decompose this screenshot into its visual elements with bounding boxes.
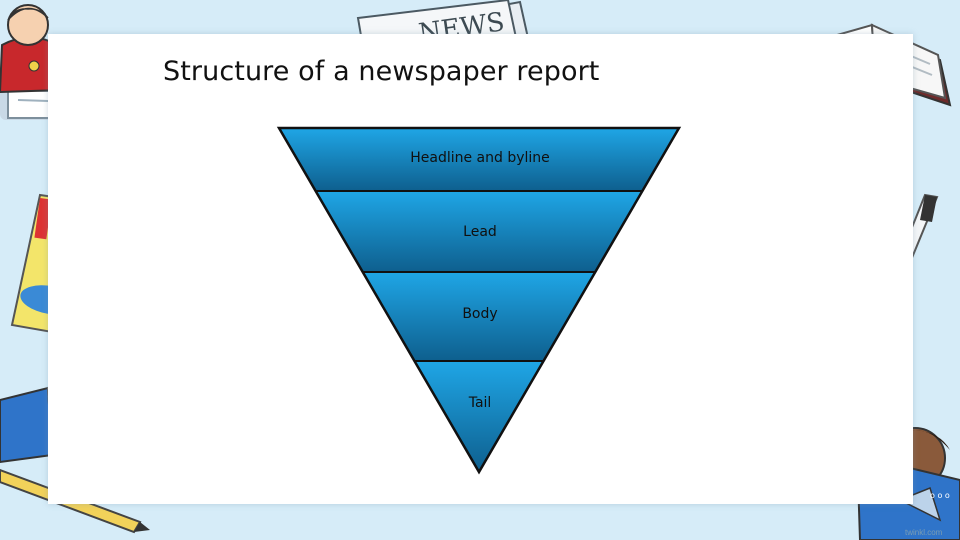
svg-text:o o o: o o o — [930, 491, 950, 500]
level-label-body: Body — [462, 306, 498, 322]
slide-title: Structure of a newspaper report — [163, 56, 600, 87]
watermark-text: twinkl.com — [905, 528, 943, 537]
pyramid-outline — [276, 126, 682, 475]
pyramid-band-tail — [412, 360, 546, 474]
level-label-headline: Headline and byline — [410, 150, 550, 166]
level-label-tail: Tail — [468, 395, 492, 411]
level-label-lead: Lead — [463, 224, 497, 240]
